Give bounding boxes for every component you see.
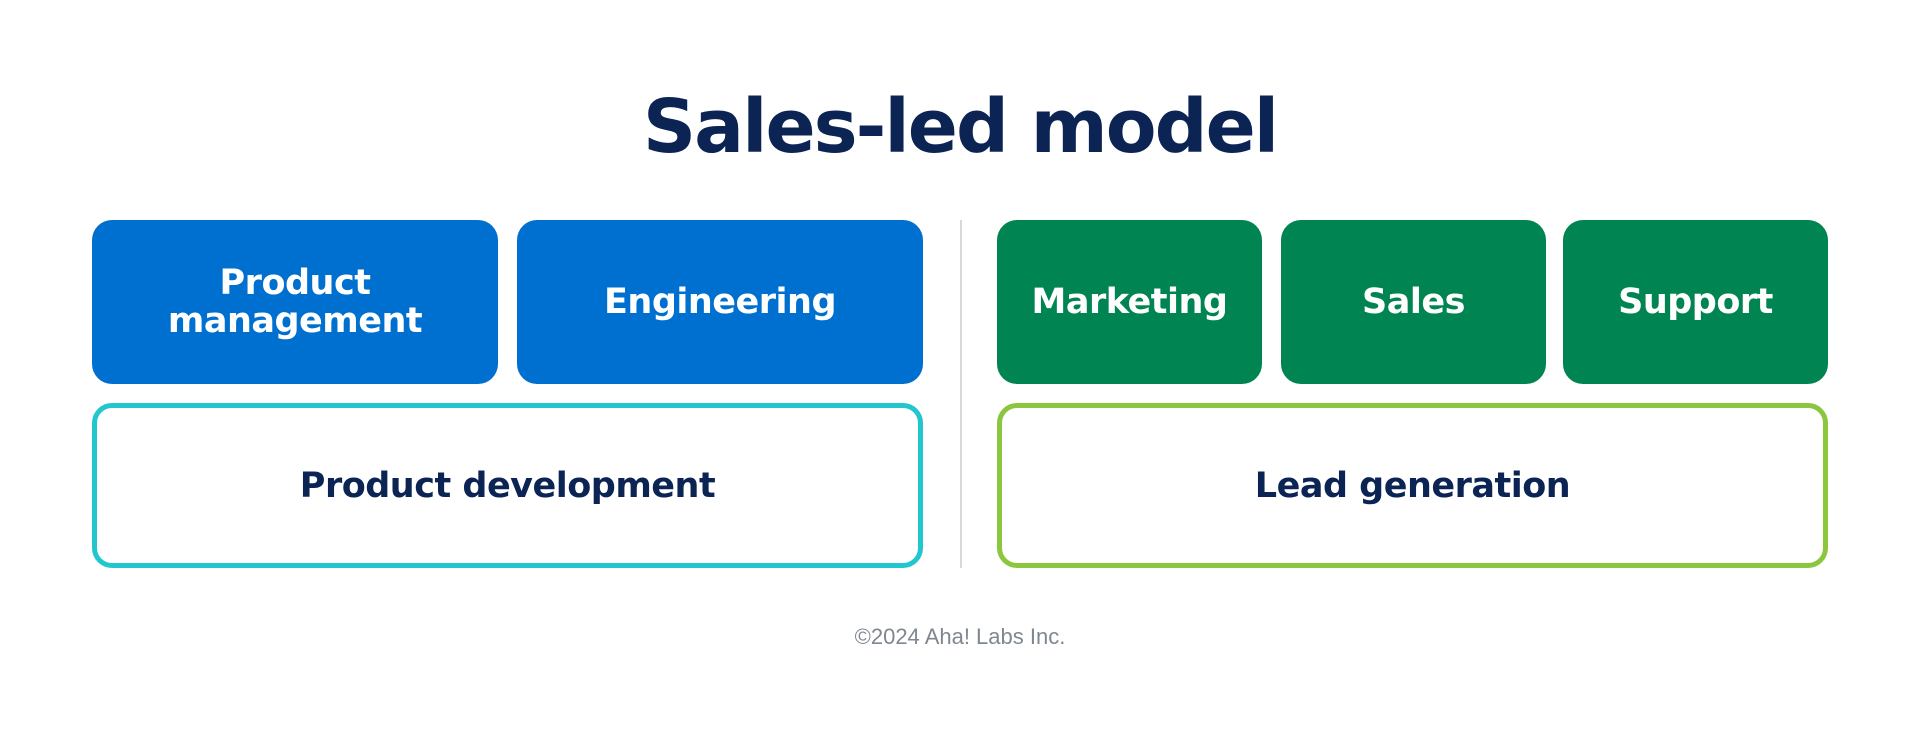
tile-product-management-line2: management [167, 301, 423, 341]
tile-sales: Sales [1281, 220, 1546, 384]
tile-product-management-line1: Product [219, 263, 371, 303]
group-product-development-label: Product development [299, 465, 716, 506]
group-lead-generation-label: Lead generation [1254, 465, 1571, 506]
tile-engineering-label: Engineering [604, 282, 837, 322]
tile-marketing: Marketing [997, 220, 1262, 384]
tile-support: Support [1563, 220, 1828, 384]
tile-product-management: Product management [92, 220, 498, 384]
group-lead-generation: Lead generation [997, 403, 1828, 568]
tile-support-label: Support [1618, 282, 1773, 322]
diagram-title: Sales-led model [642, 84, 1279, 170]
tile-sales-label: Sales [1362, 282, 1465, 322]
center-divider [960, 220, 962, 568]
copyright-footer: ©2024 Aha! Labs Inc. [854, 624, 1066, 649]
tile-marketing-label: Marketing [1031, 282, 1228, 322]
group-product-development: Product development [92, 403, 923, 568]
tile-engineering: Engineering [517, 220, 923, 384]
